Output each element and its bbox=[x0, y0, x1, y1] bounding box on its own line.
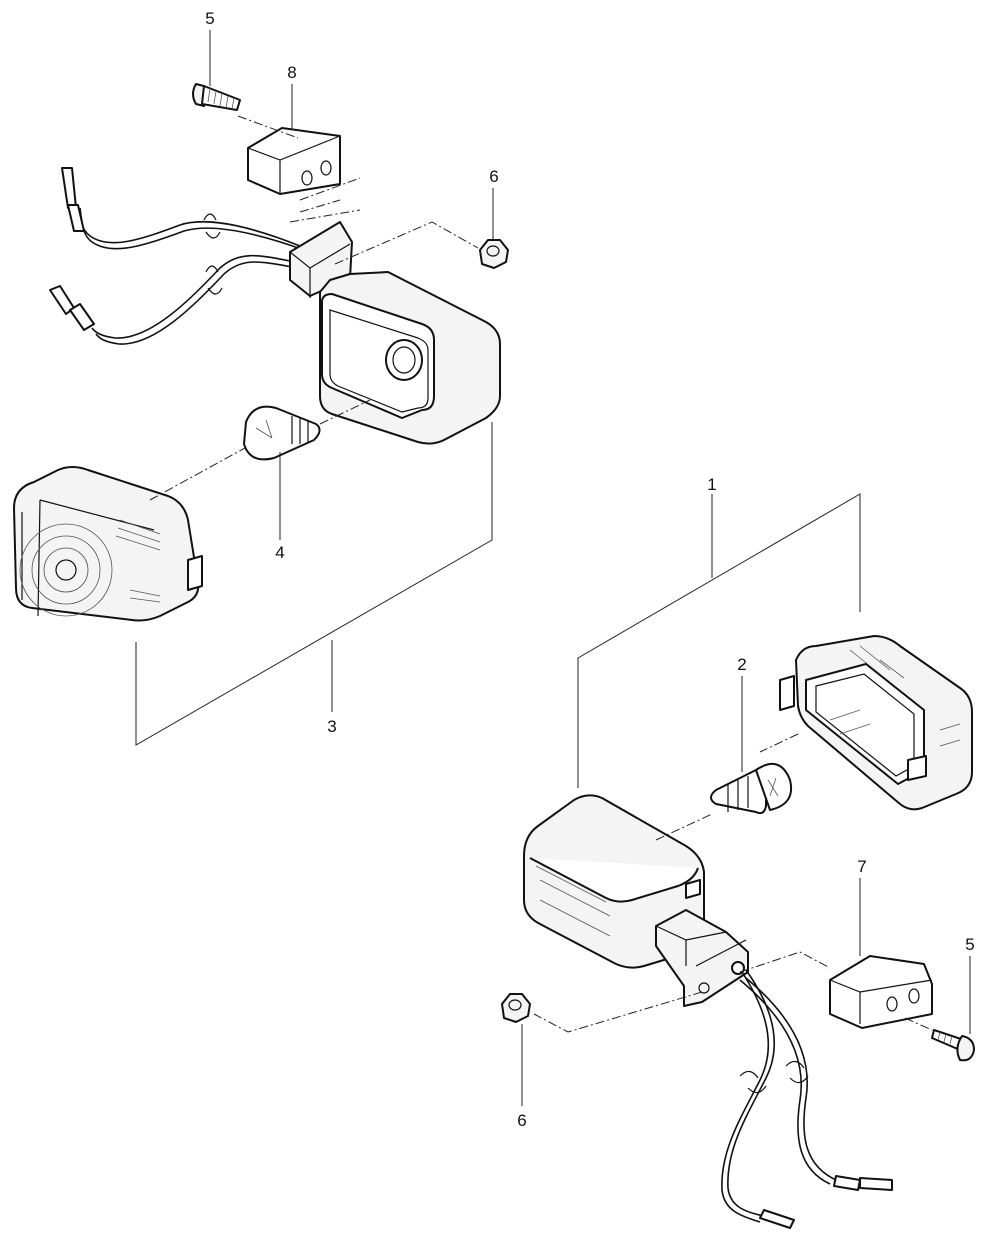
callout-5-lower: 5 bbox=[965, 935, 974, 954]
callout-3: 3 bbox=[327, 717, 336, 736]
lamp-housing-lower bbox=[523, 794, 749, 1007]
callout-8: 8 bbox=[287, 63, 296, 82]
lamp-housing-upper bbox=[289, 221, 501, 445]
spacer-part-8 bbox=[247, 127, 341, 195]
wire-harness-lower bbox=[721, 969, 893, 1229]
callout-2: 2 bbox=[737, 655, 746, 674]
lens-part-lower bbox=[779, 635, 973, 811]
screw-part-upper bbox=[192, 83, 241, 111]
spacer-part-7 bbox=[829, 955, 933, 1029]
assembly-lines-upper bbox=[135, 115, 493, 746]
wire-harness-upper bbox=[49, 167, 305, 345]
nut-part-upper bbox=[479, 239, 509, 269]
callout-4: 4 bbox=[275, 543, 284, 562]
callout-6-lower: 6 bbox=[517, 1111, 526, 1130]
screw-part-lower bbox=[931, 1029, 975, 1062]
bulb-part-2 bbox=[710, 762, 792, 815]
callout-5-upper: 5 bbox=[205, 9, 214, 28]
callout-7: 7 bbox=[857, 857, 866, 876]
assembly-lines-lower bbox=[533, 493, 933, 1033]
callout-leaders bbox=[209, 30, 971, 1106]
callout-6-upper: 6 bbox=[489, 167, 498, 186]
bulb-part-4 bbox=[243, 405, 321, 461]
nut-part-lower bbox=[501, 993, 531, 1023]
lens-part-upper bbox=[13, 466, 203, 622]
callout-1: 1 bbox=[707, 475, 716, 494]
